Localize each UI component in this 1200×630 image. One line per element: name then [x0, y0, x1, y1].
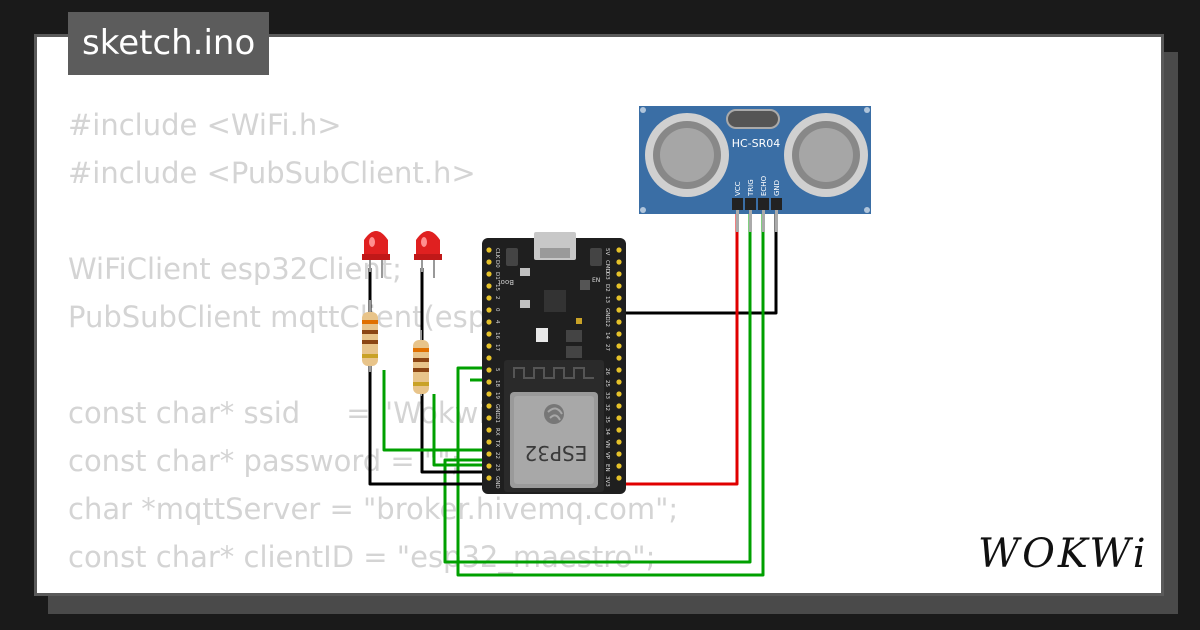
pin-label: 32 [604, 404, 610, 411]
transducer-right [784, 113, 868, 197]
pin-label: 12 [604, 320, 610, 327]
chip-label: ESP32 [525, 441, 588, 465]
pin-label: 5 [494, 368, 500, 372]
led-2[interactable] [414, 231, 442, 278]
pin-label: 26 [604, 368, 610, 375]
pin-label: 18 [494, 380, 500, 387]
pin-label: 19 [494, 392, 500, 399]
wire-trig[interactable] [443, 206, 752, 564]
wire-r1[interactable] [382, 370, 490, 452]
pin-label: VP [604, 452, 610, 460]
left-pin-header [486, 247, 492, 481]
pin-label: 25 [604, 380, 610, 387]
en-label: EN [592, 277, 600, 284]
pin-label: 21 [494, 416, 500, 423]
pin-label: TX [494, 439, 500, 447]
transducer-left [645, 113, 729, 197]
pin-label: 2 [494, 296, 500, 300]
sensor-label: HC-SR04 [732, 137, 781, 150]
pin-label: GND [494, 476, 500, 489]
hc-sr04-sensor[interactable]: HC-SR04 VCC TRIG ECHO GND [639, 106, 871, 232]
pin-label: D2 [604, 284, 610, 292]
esp32-board[interactable]: Boot ESP32 CLK D0 D1 15 2 [482, 232, 626, 494]
pin-label: 16 [494, 332, 500, 339]
file-name-tab[interactable]: sketch.ino [68, 12, 270, 75]
pin-label: 34 [604, 428, 610, 435]
pin-label: 17 [494, 344, 500, 351]
pin-label-echo: ECHO [760, 175, 768, 196]
pin-label: RX [494, 428, 500, 436]
resistor-1[interactable] [362, 300, 378, 372]
pin-label: 35 [604, 416, 610, 423]
pin-label: 33 [604, 392, 610, 399]
pin-label: GND [604, 308, 610, 321]
left-pin-labels: CLK D0 D1 15 2 0 4 16 17 5 18 19 GND 21 … [494, 248, 500, 489]
pin-label: 4 [494, 320, 500, 324]
resistor-2[interactable] [413, 330, 429, 396]
pin-label: 5V [604, 248, 610, 255]
pin-label: 22 [494, 452, 500, 459]
wire-led2-gnd[interactable] [420, 268, 490, 474]
code-line: const char* clientID = "esp32_maestro"; [68, 540, 656, 574]
logo-text: WOKWi [978, 531, 1149, 577]
pin-label-gnd: GND [773, 180, 781, 196]
pin-label: CLK [494, 248, 500, 259]
pin-label: D0 [494, 260, 500, 268]
code-line: #include <WiFi.h> [68, 108, 342, 142]
boot-button[interactable] [506, 248, 518, 266]
pin-label: 23 [494, 464, 500, 471]
wire-r2[interactable] [432, 394, 490, 467]
pin-label-trig: TRIG [747, 179, 755, 197]
led-1[interactable] [362, 231, 390, 278]
wire-echo[interactable] [456, 206, 765, 577]
code-line: #include <PubSubClient.h> [68, 156, 476, 190]
pin-label: 15 [494, 284, 500, 291]
pin-label: VN [604, 440, 610, 448]
wire-vcc[interactable] [618, 206, 739, 486]
pin-label: 27 [604, 344, 610, 351]
wokwi-logo[interactable]: WOKWi [976, 525, 1151, 580]
pin-label: 13 [604, 296, 610, 303]
pin-label-vcc: VCC [734, 181, 742, 196]
wire-gnd-sensor[interactable] [618, 206, 778, 315]
pin-label: GND [494, 404, 500, 417]
sensor-pin-header [732, 198, 782, 210]
boot-label: Boot [498, 278, 514, 286]
pin-label: D3 [604, 272, 610, 280]
right-pin-labels: 5V CMD D3 D2 13 GND 12 14 27 26 25 33 32… [604, 248, 610, 487]
pin-label: D1 [494, 272, 500, 280]
right-pin-header [616, 247, 622, 481]
pin-label: CMD [604, 260, 610, 273]
pin-label: EN [604, 464, 610, 472]
en-button[interactable] [590, 248, 602, 266]
wire-led1-gnd[interactable] [368, 268, 490, 486]
pin-label: 0 [494, 308, 500, 312]
pin-label: 14 [604, 332, 610, 339]
code-line: const char* password = ""; [68, 444, 461, 478]
code-line: char *mqttServer = "broker.hivemq.com"; [68, 492, 679, 526]
pin-label: 3V3 [604, 476, 610, 487]
